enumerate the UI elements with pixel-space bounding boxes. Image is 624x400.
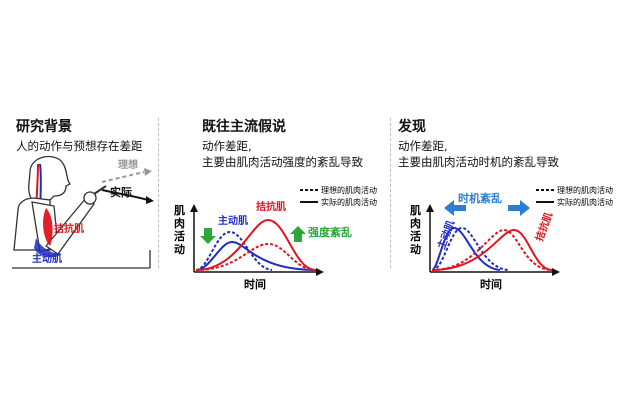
panel3-line2: 主要由肌肉活动时机的紊乱导致 (398, 155, 559, 169)
y-axis-arrow (426, 204, 434, 212)
legend-actual-label: 实际的肌肉活动 (557, 197, 613, 207)
arm-illustration: 理想 实际 拮抗肌 主动肌 (12, 155, 154, 269)
ideal-arrow (101, 171, 145, 183)
legend-ideal-label: 理想的肌肉活动 (557, 185, 613, 195)
antagonist-ideal-curve (195, 242, 317, 271)
x-axis-label: 时间 (480, 277, 502, 291)
agonist-actual-curve (431, 226, 501, 271)
x-axis-arrow (316, 268, 324, 276)
panel2-title: 既往主流假说 (202, 119, 286, 135)
ideal-label: 理想 (118, 158, 138, 171)
agonist-label: 主动肌 (32, 252, 62, 265)
intensity-disorder-label: 强度紊乱 (308, 225, 352, 239)
legend-ideal-label: 理想的肌肉活动 (321, 185, 377, 195)
divider-1 (158, 118, 159, 268)
agonist-label: 主动肌 (218, 214, 248, 227)
divider-2 (390, 118, 391, 268)
timing-right-arrow (508, 200, 530, 216)
y-axis-label: 肌肉活动 (173, 203, 185, 256)
antagonist-label: 拮抗肌 (256, 200, 286, 213)
antagonist-label: 拮抗肌 (54, 222, 84, 235)
agonist-ideal-curve (195, 230, 273, 271)
agonist-muscle (34, 238, 62, 258)
stick (93, 185, 107, 195)
legend-actual-label: 实际的肌肉活动 (321, 197, 377, 207)
forearm-outline (45, 197, 95, 255)
actual-arrow (101, 189, 149, 201)
panel2-chart: 理想的肌肉活动 实际的肌肉活动 肌肉活动 时间 主动肌 拮抗肌 强度紊乱 (173, 185, 377, 291)
antagonist-label: 拮抗肌 (533, 210, 555, 243)
x-axis-label: 时间 (244, 277, 266, 291)
panel1-title: 研究背景 (16, 119, 72, 135)
antagonist-actual-curve (431, 228, 553, 271)
antagonist-ideal-curve (431, 228, 553, 271)
actual-label: 实际 (110, 185, 132, 199)
y-axis-label: 肌肉活动 (409, 203, 421, 256)
actual-arrowhead (146, 196, 154, 204)
antagonist-muscle (43, 208, 53, 246)
x-axis-arrow (552, 268, 560, 276)
agonist-ideal-curve (431, 226, 509, 271)
y-axis-arrow (190, 204, 198, 212)
head-outline (28, 155, 72, 201)
intensity-up-arrow (290, 226, 306, 242)
panel3-line1: 动作差距, (398, 139, 448, 153)
timing-left-arrow (444, 200, 466, 216)
panel2-line1: 动作差距, (202, 139, 252, 153)
panel2-line2: 主要由肌肉活动强度的紊乱导致 (202, 155, 363, 169)
antagonist-actual-curve (195, 218, 317, 271)
panel3-title: 发现 (398, 119, 426, 135)
hand (83, 191, 97, 205)
panel3-chart: 理想的肌肉活动 实际的肌肉活动 肌肉活动 时间 主动肌 拮抗肌 时机紊乱 (409, 185, 613, 291)
timing-disorder-label: 时机紊乱 (458, 191, 502, 205)
ideal-arrowhead (144, 168, 152, 176)
intensity-down-arrow (200, 228, 216, 244)
panel1-subtitle: 人的动作与预想存在差距 (16, 139, 143, 153)
agonist-actual-curve (195, 240, 317, 271)
